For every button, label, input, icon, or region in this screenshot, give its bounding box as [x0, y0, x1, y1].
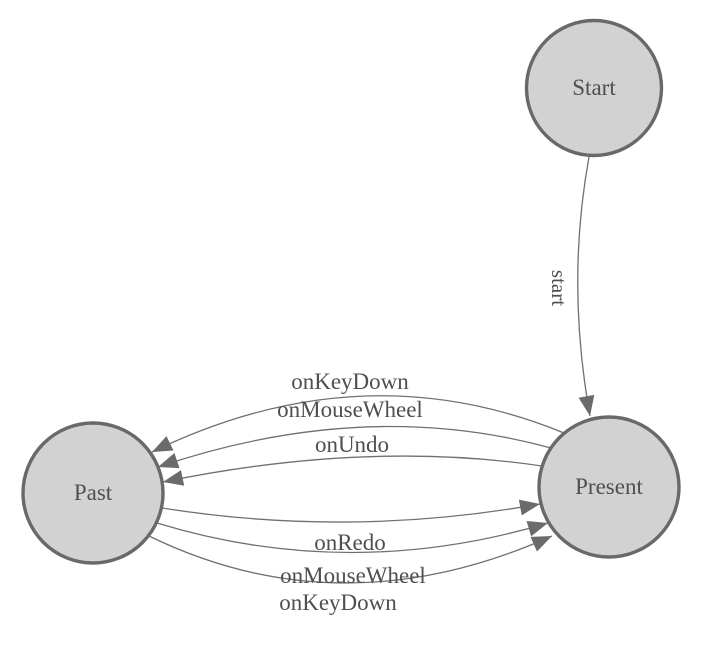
edge-label-start: start	[547, 270, 571, 306]
state-circle-past	[21, 421, 165, 565]
transition-edge-past-to-present	[161, 499, 541, 523]
transition-edge-past-to-present	[156, 521, 549, 554]
state-label-present: Present	[575, 474, 643, 499]
edge-labels-layer: startonKeyDownonMouseWheelonUndoonRedoon…	[277, 270, 571, 615]
state-label-start: Start	[572, 75, 616, 100]
transition-edge-present-to-past	[157, 425, 552, 469]
edges-layer	[148, 156, 595, 584]
transition-edge-start-to-present	[577, 156, 595, 417]
state-circle-start	[524, 18, 664, 158]
state-node-present: Present	[537, 415, 681, 559]
state-label-past: Past	[74, 480, 113, 505]
edge-label-onmousewheel: onMouseWheel	[280, 563, 426, 588]
edge-label-onkeydown: onKeyDown	[291, 369, 409, 394]
transition-edge-present-to-past	[162, 455, 543, 486]
state-node-start: Start	[524, 18, 664, 158]
edge-label-onkeydown: onKeyDown	[279, 590, 397, 615]
edge-label-onmousewheel: onMouseWheel	[277, 397, 423, 422]
transition-edge-present-to-past	[151, 395, 565, 453]
state-circle-present	[537, 415, 681, 559]
state-node-past: Past	[21, 421, 165, 565]
edge-label-onundo: onUndo	[315, 432, 389, 457]
edge-label-onredo: onRedo	[314, 530, 386, 555]
transition-edge-past-to-present	[148, 535, 553, 584]
